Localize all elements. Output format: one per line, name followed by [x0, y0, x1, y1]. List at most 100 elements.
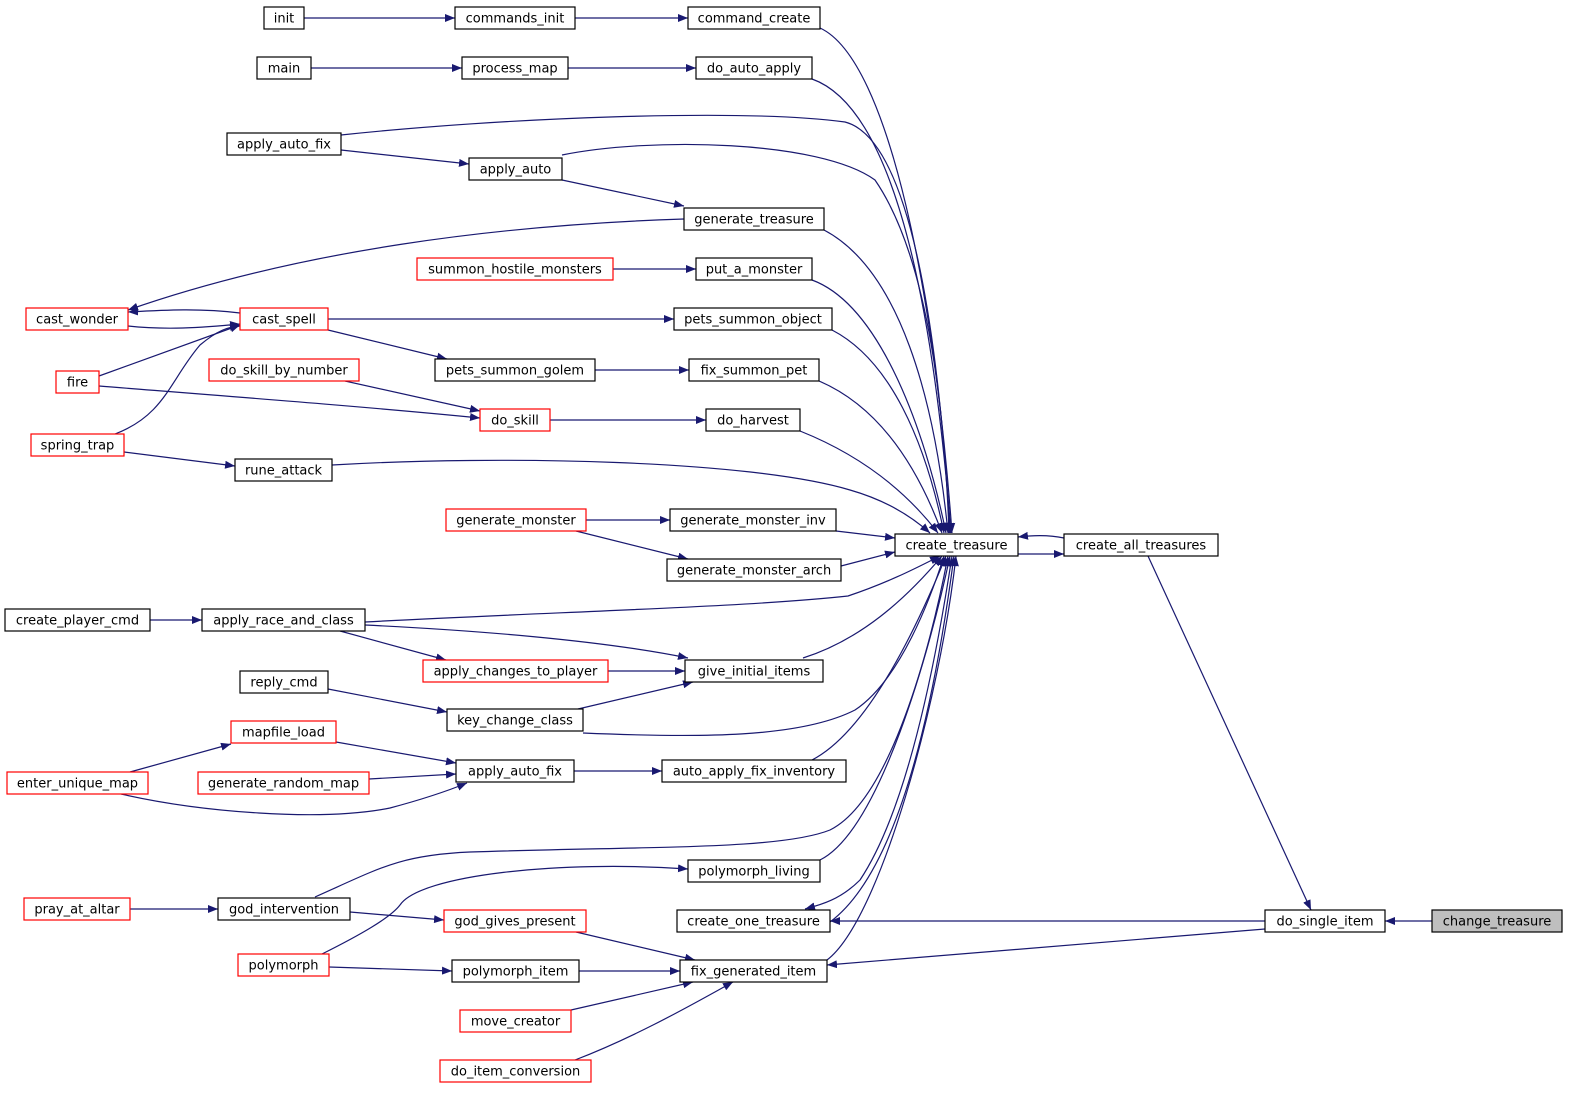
node-generate-monster[interactable]: generate_monster [445, 508, 587, 532]
node-key-change-class[interactable]: key_change_class [446, 708, 584, 732]
node-box [217, 897, 351, 921]
edge-create-treasure-to-create-one-treasure [804, 555, 953, 911]
node-generate-random-map[interactable]: generate_random_map [197, 771, 370, 795]
edge-generate-monster-arch-to-create-treasure [840, 550, 896, 567]
node-label: fix_generated_item [691, 965, 816, 980]
node-apply-changes-to-player[interactable]: apply_changes_to_player [422, 659, 609, 683]
node-reply-cmd[interactable]: reply_cmd [239, 670, 329, 694]
node-command-create[interactable]: command_create [687, 6, 821, 30]
edge-spring-trap-to-rune-attack [123, 451, 236, 469]
node-change-treasure[interactable]: change_treasure [1431, 909, 1563, 933]
node-label: god_intervention [229, 903, 339, 918]
edge-polymorph-living-to-create-treasure [819, 555, 952, 861]
node-auto-apply-fix-inventory[interactable]: auto_apply_fix_inventory [661, 759, 847, 783]
node-create-all-treasures[interactable]: create_all_treasures [1063, 533, 1219, 557]
node-label: fix_summon_pet [701, 364, 808, 379]
node-label: give_initial_items [698, 665, 811, 680]
node-generate-monster-inv[interactable]: generate_monster_inv [669, 508, 837, 532]
node-create-player-cmd[interactable]: create_player_cmd [4, 608, 151, 632]
edge-generate-monster-inv-to-create-treasure [835, 530, 896, 541]
node-enter-unique-map[interactable]: enter_unique_map [6, 771, 149, 795]
edge-polymorph-to-polymorph-living [321, 864, 689, 955]
node-create-one-treasure[interactable]: create_one_treasure [676, 909, 831, 933]
node-fire[interactable]: fire [55, 370, 100, 394]
edge-cast-wonder-to-cast-spell [127, 321, 241, 329]
node-summon-hostile-monsters[interactable]: summon_hostile_monsters [416, 257, 614, 281]
node-generate-treasure[interactable]: generate_treasure [683, 207, 825, 231]
node-label: apply_race_and_class [213, 614, 354, 629]
node-box [687, 6, 821, 30]
node-move-creator[interactable]: move_creator [459, 1009, 572, 1033]
edge-enter-unique-map-to-mapfile-load [129, 742, 232, 773]
node-do-single-item[interactable]: do_single_item [1264, 909, 1386, 933]
node-god-gives-present[interactable]: god_gives_present [443, 909, 587, 933]
node-label: generate_random_map [208, 777, 359, 792]
node-fix-summon-pet[interactable]: fix_summon_pet [688, 358, 820, 382]
node-pets-summon-object[interactable]: pets_summon_object [673, 307, 833, 331]
node-polymorph-living[interactable]: polymorph_living [687, 859, 821, 883]
node-box [676, 909, 831, 933]
node-apply-auto[interactable]: apply_auto [468, 157, 563, 181]
node-box [1431, 909, 1563, 933]
node-cast-wonder[interactable]: cast_wonder [25, 307, 129, 331]
node-spring-trap[interactable]: spring_trap [30, 433, 125, 457]
edge-enter-unique-map-to-apply-auto-fix-b [120, 782, 468, 816]
node-cast-spell[interactable]: cast_spell [239, 307, 329, 331]
node-give-initial-items[interactable]: give_initial_items [684, 659, 824, 683]
node-label: create_all_treasures [1076, 539, 1207, 554]
edge-move-creator-to-fix-generated-item [570, 980, 694, 1011]
node-god-intervention[interactable]: god_intervention [217, 897, 351, 921]
node-box [1264, 909, 1386, 933]
node-box [239, 307, 329, 331]
edge-apply-auto-fix-a-to-apply-auto [340, 149, 470, 167]
node-box [679, 959, 828, 983]
node-box [684, 659, 824, 683]
node-create-treasure[interactable]: create_treasure [894, 533, 1019, 557]
node-fix-generated-item[interactable]: fix_generated_item [679, 959, 828, 983]
node-apply-race-and-class[interactable]: apply_race_and_class [201, 608, 366, 632]
node-box [687, 859, 821, 883]
node-label: do_harvest [717, 414, 789, 429]
node-box [422, 659, 609, 683]
node-commands-init[interactable]: commands_init [454, 6, 576, 30]
node-do-skill[interactable]: do_skill [479, 408, 551, 432]
node-label: cast_spell [252, 313, 316, 328]
node-label: rune_attack [245, 464, 323, 479]
node-box [468, 157, 563, 181]
node-do-item-conversion[interactable]: do_item_conversion [439, 1059, 592, 1083]
node-pets-summon-golem[interactable]: pets_summon_golem [434, 358, 596, 382]
node-label: spring_trap [41, 439, 115, 454]
node-polymorph-item[interactable]: polymorph_item [451, 959, 580, 983]
node-box [443, 909, 587, 933]
edge-apply-race-and-class-to-give-initial-items [364, 624, 689, 660]
node-label: polymorph [249, 959, 319, 974]
node-rune-attack[interactable]: rune_attack [234, 458, 333, 482]
node-box [661, 759, 847, 783]
node-box [234, 458, 333, 482]
node-process-map[interactable]: process_map [461, 56, 569, 80]
node-label: create_player_cmd [16, 614, 139, 629]
node-do-harvest[interactable]: do_harvest [705, 408, 801, 432]
edge-mapfile-load-to-apply-auto-fix-b [335, 741, 457, 766]
node-do-skill-by-number[interactable]: do_skill_by_number [208, 358, 360, 382]
node-box [439, 1059, 592, 1083]
node-put-a-monster[interactable]: put_a_monster [695, 257, 813, 281]
node-pray-at-altar[interactable]: pray_at_altar [23, 897, 131, 921]
node-label: init [274, 12, 295, 27]
node-mapfile-load[interactable]: mapfile_load [230, 720, 337, 744]
node-apply-auto-fix-b[interactable]: apply_auto_fix [455, 759, 575, 783]
node-box [237, 953, 330, 977]
node-init[interactable]: init [263, 6, 305, 30]
node-label: god_gives_present [454, 915, 575, 930]
edge-apply-auto-to-create-treasure [561, 143, 953, 534]
node-do-auto-apply[interactable]: do_auto_apply [695, 56, 813, 80]
node-apply-auto-fix-a[interactable]: apply_auto_fix [226, 132, 342, 156]
node-label: generate_monster [456, 514, 576, 529]
node-main[interactable]: main [256, 56, 312, 80]
node-box [208, 358, 360, 382]
node-label: pets_summon_object [684, 313, 822, 328]
node-label: mapfile_load [242, 726, 325, 741]
node-generate-monster-arch[interactable]: generate_monster_arch [666, 558, 842, 582]
node-polymorph[interactable]: polymorph [237, 953, 330, 977]
node-label: process_map [472, 62, 557, 77]
